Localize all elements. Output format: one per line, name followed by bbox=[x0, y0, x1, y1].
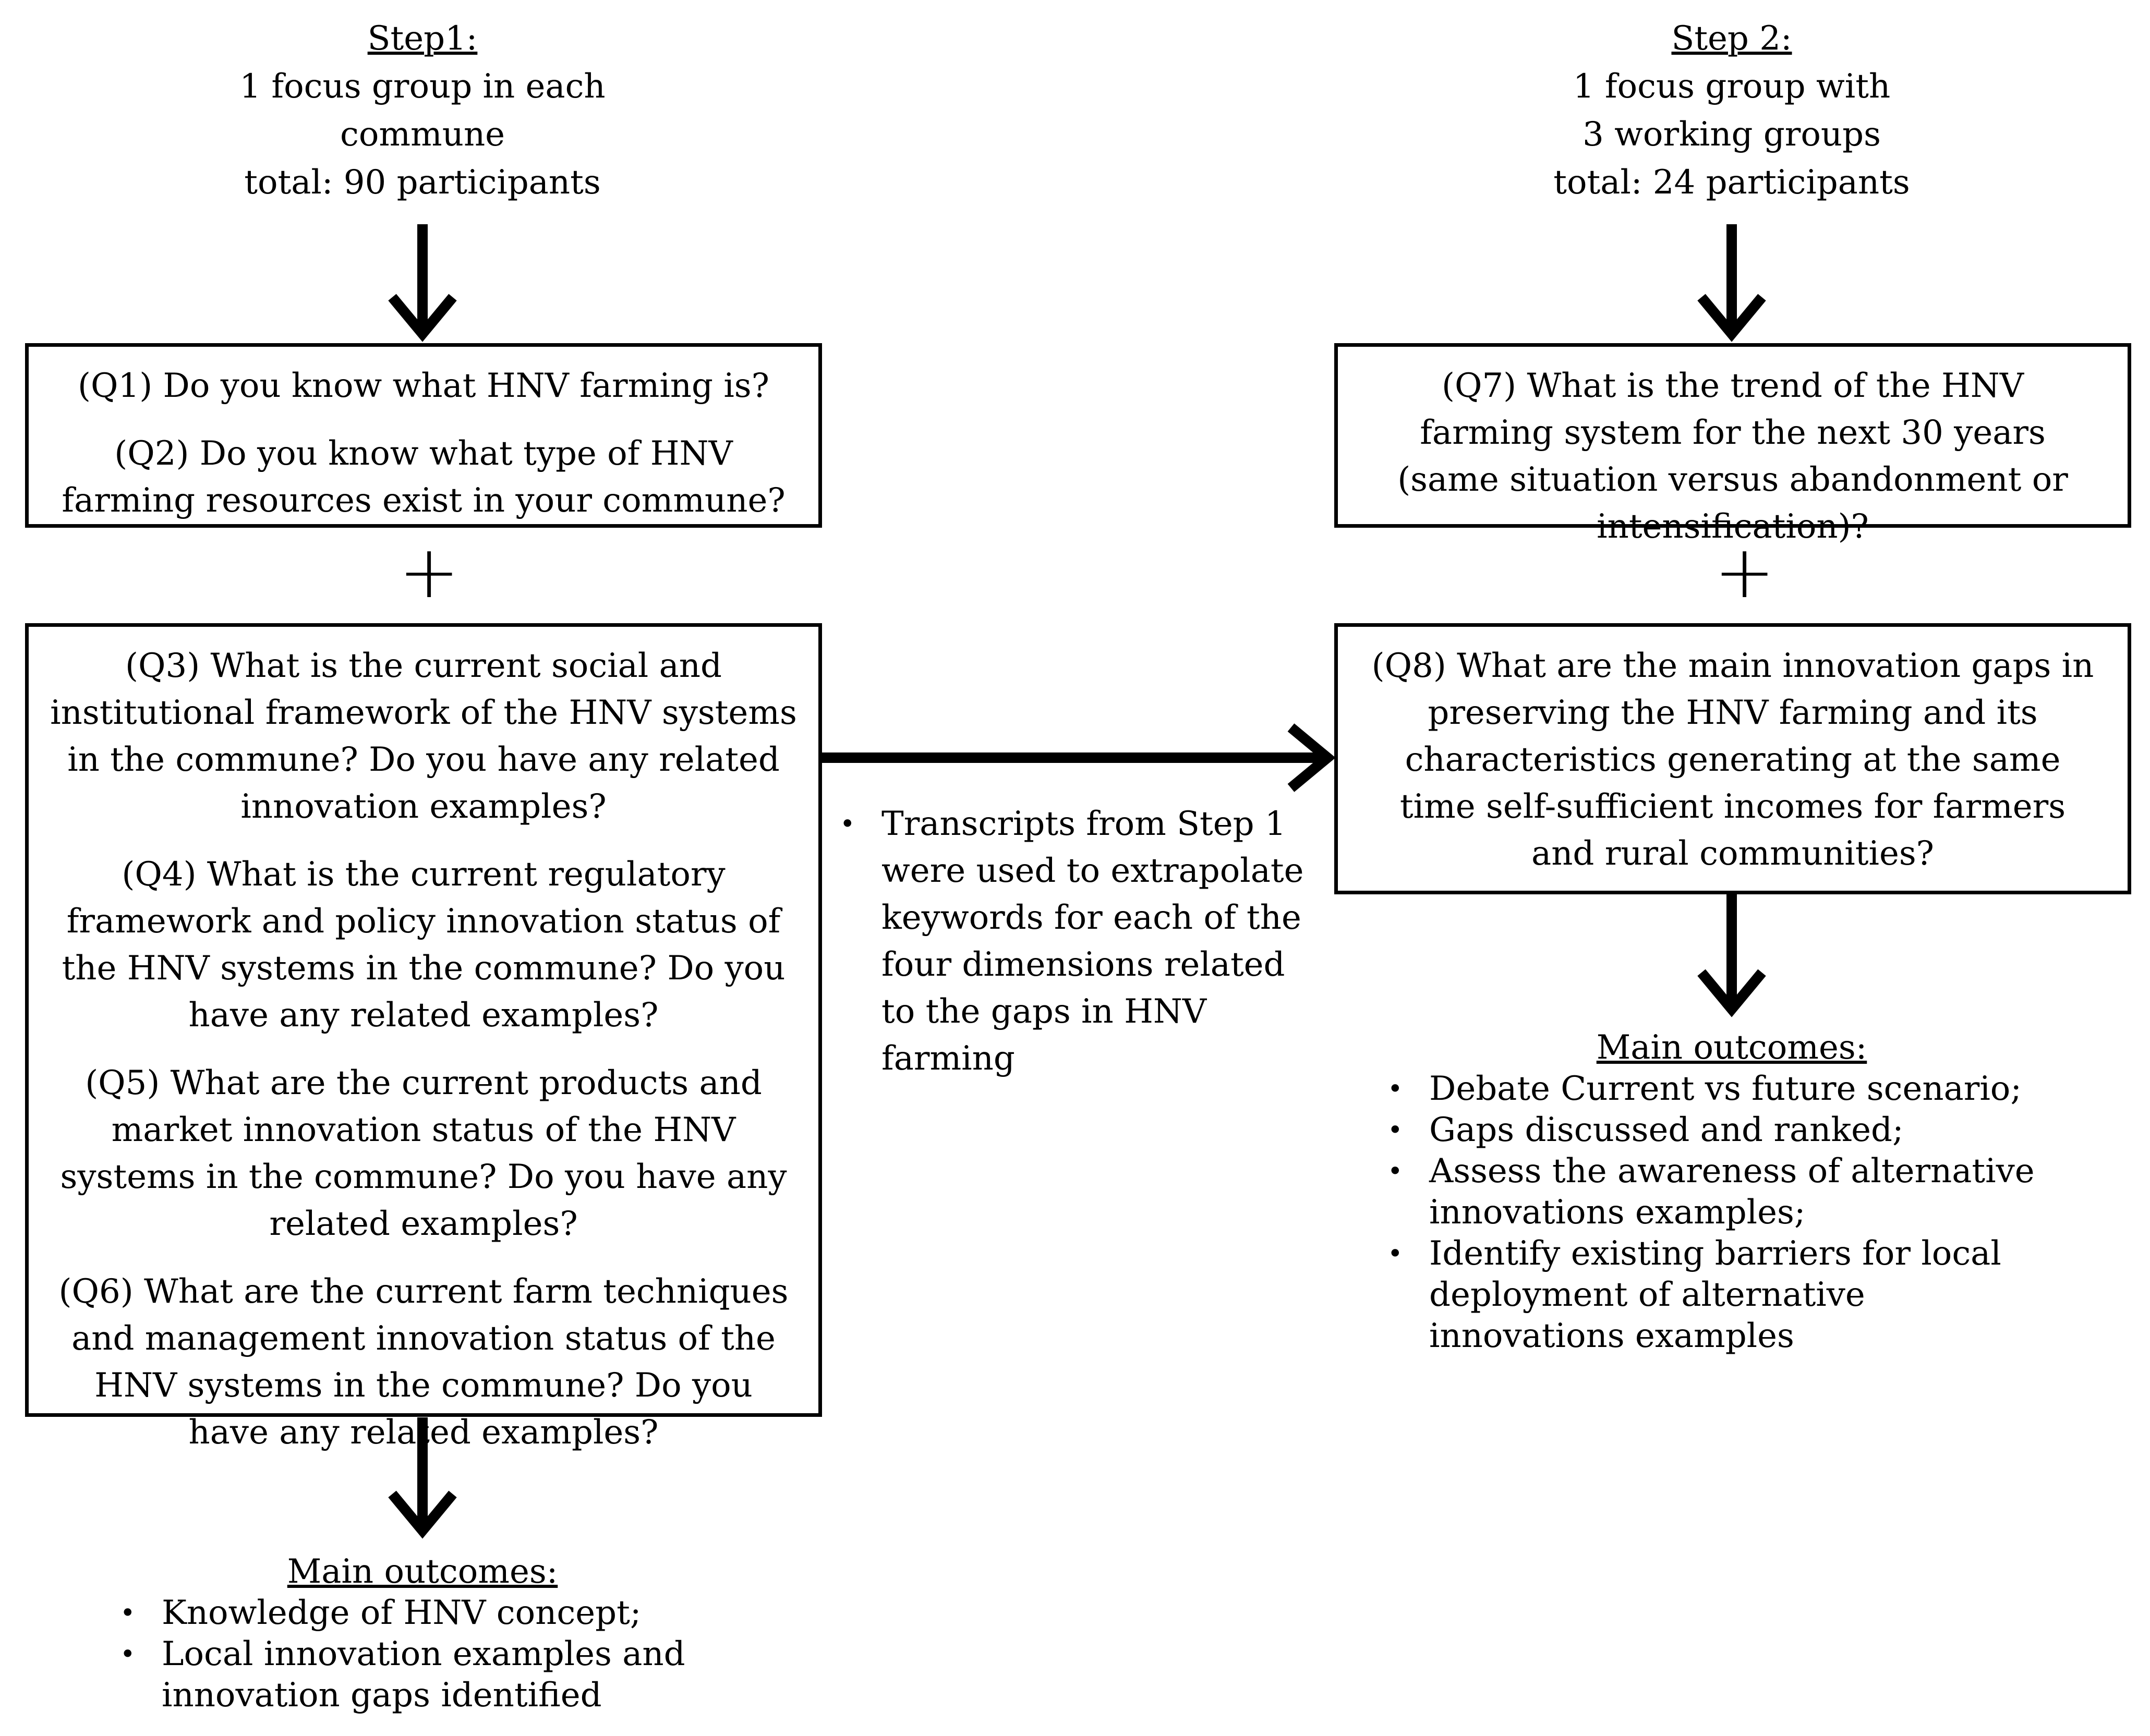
step2-line3: total: 24 participants bbox=[1553, 163, 1910, 202]
transcript-note-item: Transcripts from Step 1 were used to ext… bbox=[835, 800, 1314, 1082]
question-q5: (Q5) What are the current products and m… bbox=[60, 1064, 787, 1243]
question-q7: (Q7) What is the trend of the HNV farmin… bbox=[1397, 367, 2068, 546]
question-q8: (Q8) What are the main innovation gaps i… bbox=[1371, 647, 2094, 873]
arrowhead-step2-to-q7 bbox=[1697, 294, 1766, 342]
question-q3: (Q3) What is the current social and inst… bbox=[50, 647, 797, 826]
arrowhead-step1-to-q1 bbox=[388, 294, 457, 342]
arrowhead-q8-to-outcomes2 bbox=[1697, 969, 1766, 1017]
step1-line2: commune bbox=[340, 115, 505, 154]
step1-line3: total: 90 participants bbox=[244, 163, 601, 202]
plus-symbol-right: + bbox=[1714, 530, 1775, 615]
transcript-note: Transcripts from Step 1 were used to ext… bbox=[835, 800, 1314, 1082]
outcomes-step2-item: Gaps discussed and ranked; bbox=[1382, 1110, 2060, 1151]
step2-title: Step 2: bbox=[1671, 19, 1792, 58]
outcomes-step2-item: Identify existing barriers for local dep… bbox=[1382, 1233, 2060, 1357]
outcomes-step1: Main outcomes: Knowledge of HNV concept;… bbox=[115, 1551, 741, 1716]
plus-symbol-left: + bbox=[398, 530, 460, 615]
arrowhead-q6-to-outcomes1 bbox=[388, 1490, 457, 1539]
outcomes-step2: Main outcomes: Debate Current vs future … bbox=[1382, 1027, 2060, 1357]
box-q8: (Q8) What are the main innovation gaps i… bbox=[1334, 623, 2131, 894]
arrowhead-q3-to-q8 bbox=[1287, 723, 1336, 792]
step2-header: Step 2: 1 focus group with 3 working gro… bbox=[1471, 15, 1992, 207]
step2-line1: 1 focus group with bbox=[1573, 67, 1891, 106]
outcomes-step2-item: Assess the awareness of alternative inno… bbox=[1382, 1151, 2060, 1233]
outcomes-step1-title: Main outcomes: bbox=[287, 1552, 558, 1591]
outcomes-step1-item: Local innovation examples and innovation… bbox=[115, 1634, 741, 1716]
question-q2: (Q2) Do you know what type of HNV farmin… bbox=[62, 434, 786, 520]
step1-title: Step1: bbox=[367, 19, 478, 58]
outcomes-step2-title: Main outcomes: bbox=[1596, 1028, 1867, 1067]
box-q3-q6: (Q3) What is the current social and inst… bbox=[25, 623, 822, 1452]
step1-header: Step1: 1 focus group in each commune tot… bbox=[162, 15, 683, 207]
outcomes-step2-item: Debate Current vs future scenario; bbox=[1382, 1069, 2060, 1110]
box-q1-q2: (Q1) Do you know what HNV farming is? (Q… bbox=[25, 343, 822, 528]
box-q7: (Q7) What is the trend of the HNV farmin… bbox=[1334, 343, 2131, 546]
outcomes-step1-item: Knowledge of HNV concept; bbox=[115, 1593, 741, 1634]
question-q1: (Q1) Do you know what HNV farming is? bbox=[78, 367, 769, 405]
question-q6: (Q6) What are the current farm technique… bbox=[58, 1272, 789, 1452]
step2-line2: 3 working groups bbox=[1583, 115, 1881, 154]
question-q4: (Q4) What is the current regulatory fram… bbox=[62, 855, 786, 1035]
step1-line1: 1 focus group in each bbox=[239, 67, 606, 106]
